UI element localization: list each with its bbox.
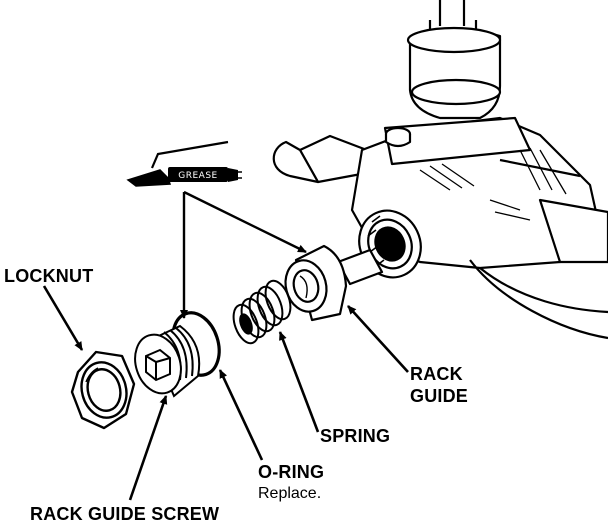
o-ring-label: O-RING	[258, 462, 325, 482]
rack-guide-label-line2: GUIDE	[410, 386, 469, 406]
spring-label: SPRING	[320, 426, 391, 446]
rack-guide-label-line1: RACK	[410, 364, 463, 384]
locknut-part	[70, 350, 136, 430]
leader-arrows	[42, 285, 409, 501]
grease-arrows	[180, 190, 307, 319]
spring-part	[232, 279, 292, 345]
steering-gearbox-housing	[272, 0, 608, 340]
rack-guide-screw-part	[134, 324, 201, 398]
rack-guide-screw-label: RACK GUIDE SCREW	[30, 504, 220, 524]
grease-tube: GREASE	[126, 140, 242, 187]
rack-guide-part	[284, 244, 348, 322]
grease-label: GREASE	[178, 171, 217, 181]
locknut-label: LOCKNUT	[4, 266, 94, 286]
housing-shading	[419, 147, 567, 221]
o-ring-replace-note: Replace.	[258, 485, 322, 502]
